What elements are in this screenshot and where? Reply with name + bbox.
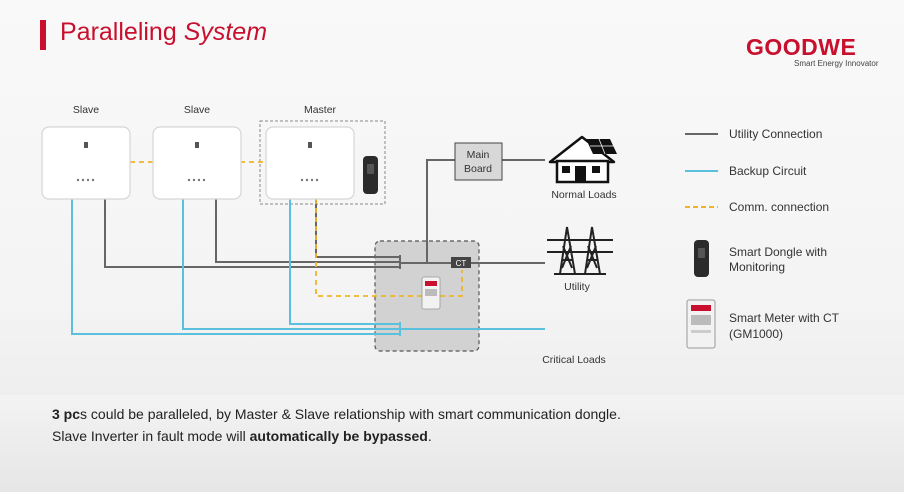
paralleling-diagram: Slave Slave Master Main Board CT: [41, 104, 840, 366]
utility-label: Utility: [564, 281, 590, 293]
inverter-label-slave-2: Slave: [184, 104, 210, 116]
normal-loads-label: Normal Loads: [551, 189, 616, 201]
caption-l1-bold: 3 pc: [52, 406, 81, 422]
page-title: Paralleling System: [60, 18, 267, 47]
caption-band: [0, 395, 904, 492]
comm-lines: [130, 161, 463, 297]
main-board-line2: Board: [464, 163, 492, 175]
legend-utility-label: Utility Connection: [729, 127, 822, 141]
smart-meter-icon: [421, 276, 441, 310]
legend-backup-label: Backup Circuit: [729, 164, 807, 178]
inverter-label-master: Master: [304, 104, 337, 116]
inverter-label-slave-1: Slave: [73, 104, 99, 116]
inverter-slave-2: [152, 126, 242, 200]
ct-label-text: CT: [456, 259, 467, 268]
main-board-box: Main Board: [454, 142, 503, 181]
inverter-master: [265, 126, 355, 200]
caption-line-2: Slave Inverter in fault mode will automa…: [52, 428, 432, 444]
legend-dongle-icon: [694, 240, 709, 277]
inverter-slave-1: [41, 126, 131, 200]
caption-l1-rest: s could be paralleled, by Master & Slave…: [80, 406, 621, 422]
title-regular: Paralleling: [60, 18, 184, 46]
caption-l2-pre: Slave Inverter in fault mode will: [52, 428, 250, 444]
legend-dongle-line2: Monitoring: [729, 260, 785, 274]
title-italic: System: [183, 18, 268, 46]
legend: Utility Connection Backup Circuit Comm. …: [685, 127, 840, 349]
caption-l2-bold: automatically be bypassed: [249, 428, 428, 444]
caption-line-1: 3 pcs could be paralleled, by Master & S…: [52, 406, 621, 422]
legend-comm-label: Comm. connection: [729, 200, 829, 214]
legend-dongle-line1: Smart Dongle with: [729, 245, 827, 259]
house-icon: [548, 135, 617, 184]
master-highlight-box: [259, 120, 386, 205]
legend-meter-line1: Smart Meter with CT: [729, 311, 840, 325]
utility-tower-icon: [547, 226, 613, 275]
master-dongle-icon: [363, 156, 378, 194]
ct-label: CT: [451, 257, 471, 268]
title-accent-bar: [40, 20, 46, 50]
brand-tagline: Smart Energy Innovator: [794, 59, 879, 68]
critical-loads-label: Critical Loads: [542, 354, 606, 366]
backup-lines: [71, 199, 545, 336]
legend-meter-line2: (GM1000): [729, 327, 783, 341]
brand-logo: GOODWE: [746, 34, 857, 60]
caption-l2-post: .: [427, 428, 432, 444]
main-board-line1: Main: [467, 149, 490, 161]
legend-meter-icon: [686, 299, 716, 349]
